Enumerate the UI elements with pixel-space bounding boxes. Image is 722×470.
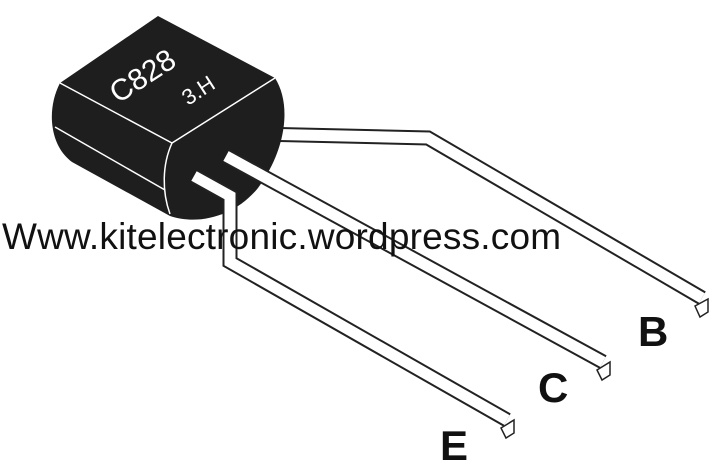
lead-emitter [190,169,515,440]
pin-label-emitter: E [440,422,469,469]
transistor-body: C828 3.H [51,16,285,220]
watermark-url: Www.kitelectronic.wordpress.com [2,216,562,257]
lead-base [257,126,709,319]
lead-collector [222,149,611,382]
pin-label-base: B [638,308,669,355]
pin-label-collector: C [538,364,569,411]
